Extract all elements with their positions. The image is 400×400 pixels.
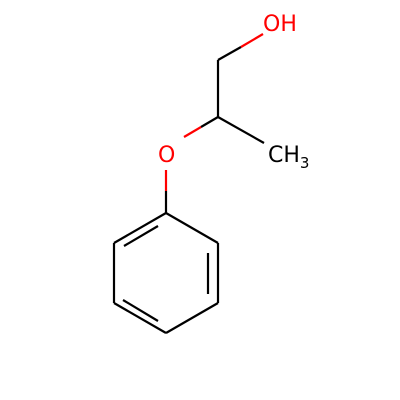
bond-ch-o-oxygen-half (183, 126, 202, 138)
bond-ch2-oh-carbon-half (217, 46, 242, 61)
ring-bond-1 (165, 212, 219, 244)
bonds (112, 33, 265, 334)
bond-ch-ch3 (217, 116, 265, 144)
hydroxyl-label: OH (263, 12, 297, 37)
atom-labels: OH O CH3 (158, 12, 309, 172)
ring-bond-3 (165, 302, 219, 334)
ring-bond-4 (113, 302, 167, 334)
ring-double-bond-inner-2 (122, 299, 159, 322)
ring-double-bond-inner-3 (123, 225, 159, 247)
bond-ch-o-carbon-half (200, 116, 219, 128)
ring-bond-6 (113, 212, 167, 244)
ether-oxygen-label: O (158, 143, 175, 168)
bond-ch2-oh-oxygen-half (240, 33, 264, 48)
methyl-label: CH3 (268, 143, 309, 172)
methyl-label-main: CH (268, 143, 300, 168)
methyl-label-subscript: 3 (300, 154, 310, 172)
